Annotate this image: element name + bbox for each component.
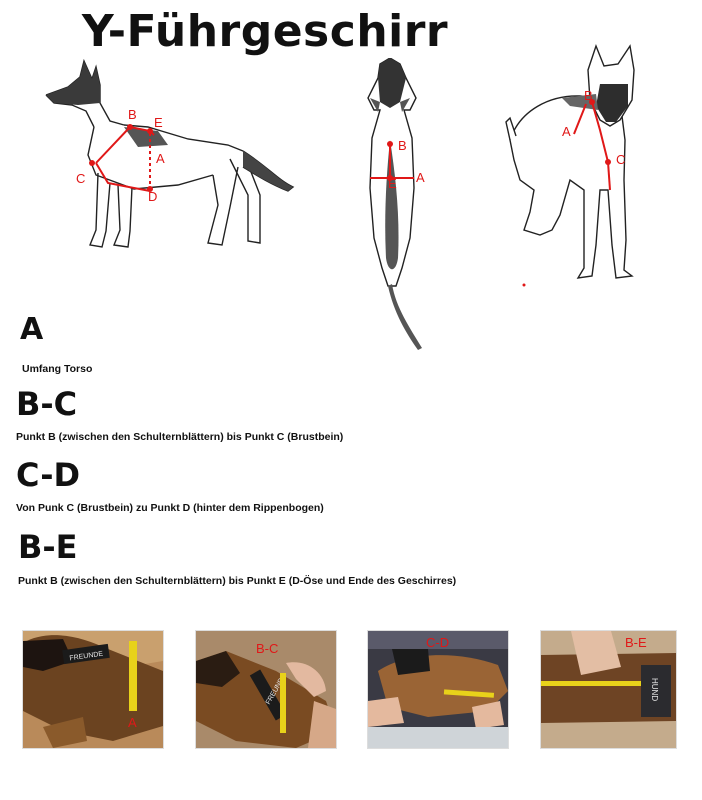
dog-top-view-diagram: B E A (367, 58, 425, 350)
section-bc-heading: B-C (16, 385, 78, 423)
photo-measure-c-d: C-D (367, 630, 509, 749)
label-b-front: B (584, 88, 593, 103)
photo-label-a: A (128, 715, 137, 730)
section-a-heading: A (20, 312, 44, 347)
section-be-text: Punkt B (zwischen den Schulternblättern)… (18, 575, 457, 587)
section-be-heading: B-E (18, 528, 78, 566)
section-bc-text: Punkt B (zwischen den Schulternblättern)… (16, 431, 344, 443)
section-a-text: Umfang Torso (22, 363, 93, 375)
dog-side-view-diagram: B E A C D (45, 58, 295, 248)
label-b-top: B (398, 138, 407, 153)
photo-measure-a: FREUNDE A (22, 630, 164, 749)
label-e-top: E (388, 176, 397, 191)
label-a-side: A (156, 151, 165, 166)
label-c-side: C (76, 171, 85, 186)
section-cd-heading: C-D (16, 456, 81, 494)
label-e-side: E (154, 115, 163, 130)
dog-front-view-diagram: B A C (505, 43, 635, 287)
collar-text-a: FREUNDE (69, 651, 104, 663)
photo-label-bc: B-C (256, 641, 278, 656)
collar-text-be: HUND (650, 678, 659, 701)
photo-label-cd: C-D (426, 635, 449, 650)
section-cd-text: Von Punk C (Brustbein) zu Punkt D (hinte… (16, 502, 324, 514)
page-title: Y-Führgeschirr (81, 6, 449, 57)
label-a-front: A (562, 124, 571, 139)
label-a-top: A (416, 170, 425, 185)
label-b-side: B (128, 107, 137, 122)
label-d-side: D (148, 189, 157, 204)
photo-measure-b-e: HUND B-E (540, 630, 677, 749)
photo-measure-b-c: FREUNDE B-C (195, 630, 337, 749)
photo-label-be: B-E (625, 635, 647, 650)
label-c-front: C (616, 152, 625, 167)
